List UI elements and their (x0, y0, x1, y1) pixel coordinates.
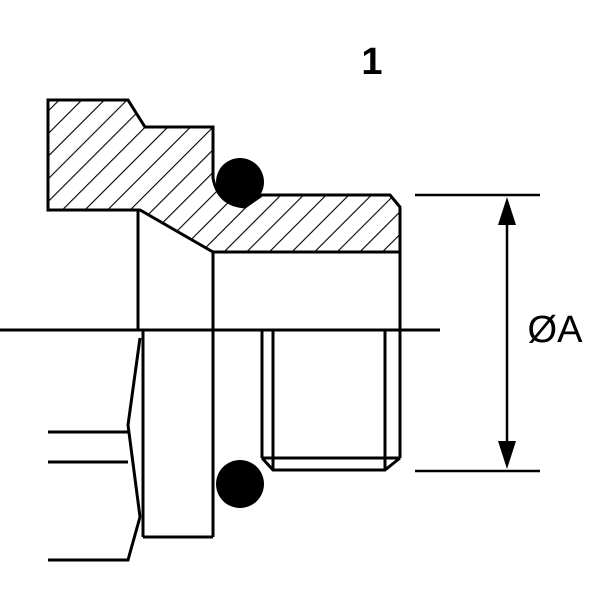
body-outline (136, 210, 402, 330)
dimension-arrow-top (498, 197, 516, 225)
dimension-extension-lines (415, 193, 540, 473)
dimension-arrow-bottom (498, 441, 516, 469)
upper-o-ring (216, 158, 264, 206)
diameter-label: ØA (528, 309, 584, 351)
lower-body-outline (48, 330, 215, 562)
figure-number: 1 (361, 41, 382, 83)
lower-o-ring (216, 460, 264, 508)
thread-section (260, 330, 402, 472)
